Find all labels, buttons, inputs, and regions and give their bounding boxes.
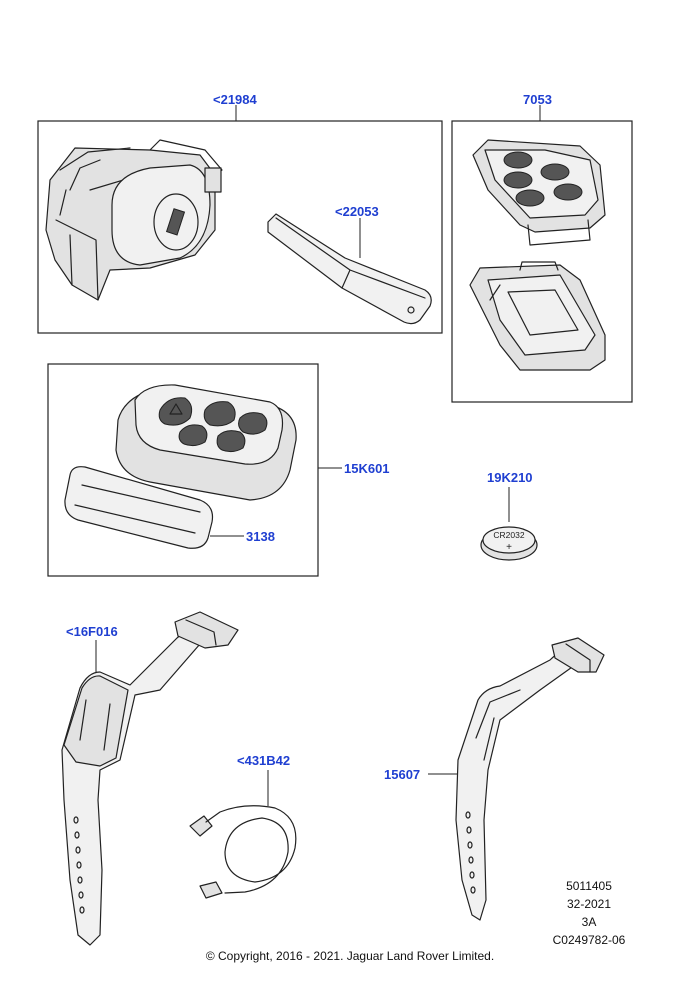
callout-19K210[interactable]: 19K210 [487,470,533,485]
callout-15607[interactable]: 15607 [384,767,420,782]
callout-16F016[interactable]: <16F016 [66,624,118,639]
charging-cable [189,805,297,899]
emergency-key-blade [267,213,432,325]
smart-key-frame [47,363,319,577]
ignition-lock-housing [45,139,223,301]
battery-plus-sign: + [506,542,512,553]
callout-22053[interactable]: <22053 [335,204,379,219]
strap-holes [465,811,476,894]
fob-case-bottom [469,261,606,371]
fob-case-top [472,139,606,246]
wristband-holes [73,816,85,914]
info-line-4: C0249782-06 [552,933,626,947]
fob-case-frame [451,120,633,403]
callout-3138[interactable]: 3138 [246,529,275,544]
activity-key-wristband [61,611,239,946]
info-line-2: 32-2021 [566,897,612,911]
smart-key-fob [115,384,297,501]
emergency-key-cover [64,466,214,549]
callout-15K601[interactable]: 15K601 [344,461,390,476]
lock-kit-frame [37,120,443,334]
callout-431B42[interactable]: <431B42 [237,753,290,768]
copyright-notice: © Copyright, 2016 - 2021. Jaguar Land Ro… [205,949,495,963]
info-line-3: 3A [581,915,597,929]
info-line-1: 5011405 [566,879,612,893]
battery-label: CR2032 [493,530,524,540]
info-block: 5011405 32-2021 3A C0249782-06 [544,879,634,951]
callout-7053[interactable]: 7053 [523,92,552,107]
coin-battery: CR2032 + [480,526,538,561]
replacement-strap [455,637,605,921]
callout-21984[interactable]: <21984 [213,92,258,107]
